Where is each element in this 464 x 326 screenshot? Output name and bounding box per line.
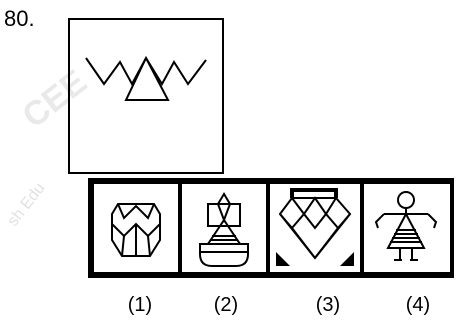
watermark-text: sh Edu bbox=[4, 179, 49, 230]
options-strip bbox=[88, 178, 454, 278]
option-1-figure[interactable] bbox=[94, 184, 178, 272]
option-3-label: (3) bbox=[315, 294, 341, 316]
option-4-figure[interactable] bbox=[364, 184, 450, 272]
option-3-figure[interactable] bbox=[270, 184, 360, 272]
option-3-drawing bbox=[276, 188, 354, 266]
option-2-drawing bbox=[199, 192, 249, 267]
zigzag-right bbox=[145, 57, 207, 86]
option-4-drawing bbox=[374, 191, 438, 261]
option-1-drawing bbox=[111, 203, 161, 257]
option-4-label: (4) bbox=[405, 294, 431, 316]
question-figure bbox=[85, 55, 207, 101]
central-triangle bbox=[124, 55, 170, 101]
option-1-label: (1) bbox=[127, 294, 153, 316]
zigzag-left bbox=[85, 57, 147, 87]
option-2-figure[interactable] bbox=[182, 184, 266, 272]
option-2-label: (2) bbox=[213, 294, 239, 316]
question-figure-box bbox=[68, 18, 224, 174]
question-number: 80. bbox=[4, 6, 35, 31]
